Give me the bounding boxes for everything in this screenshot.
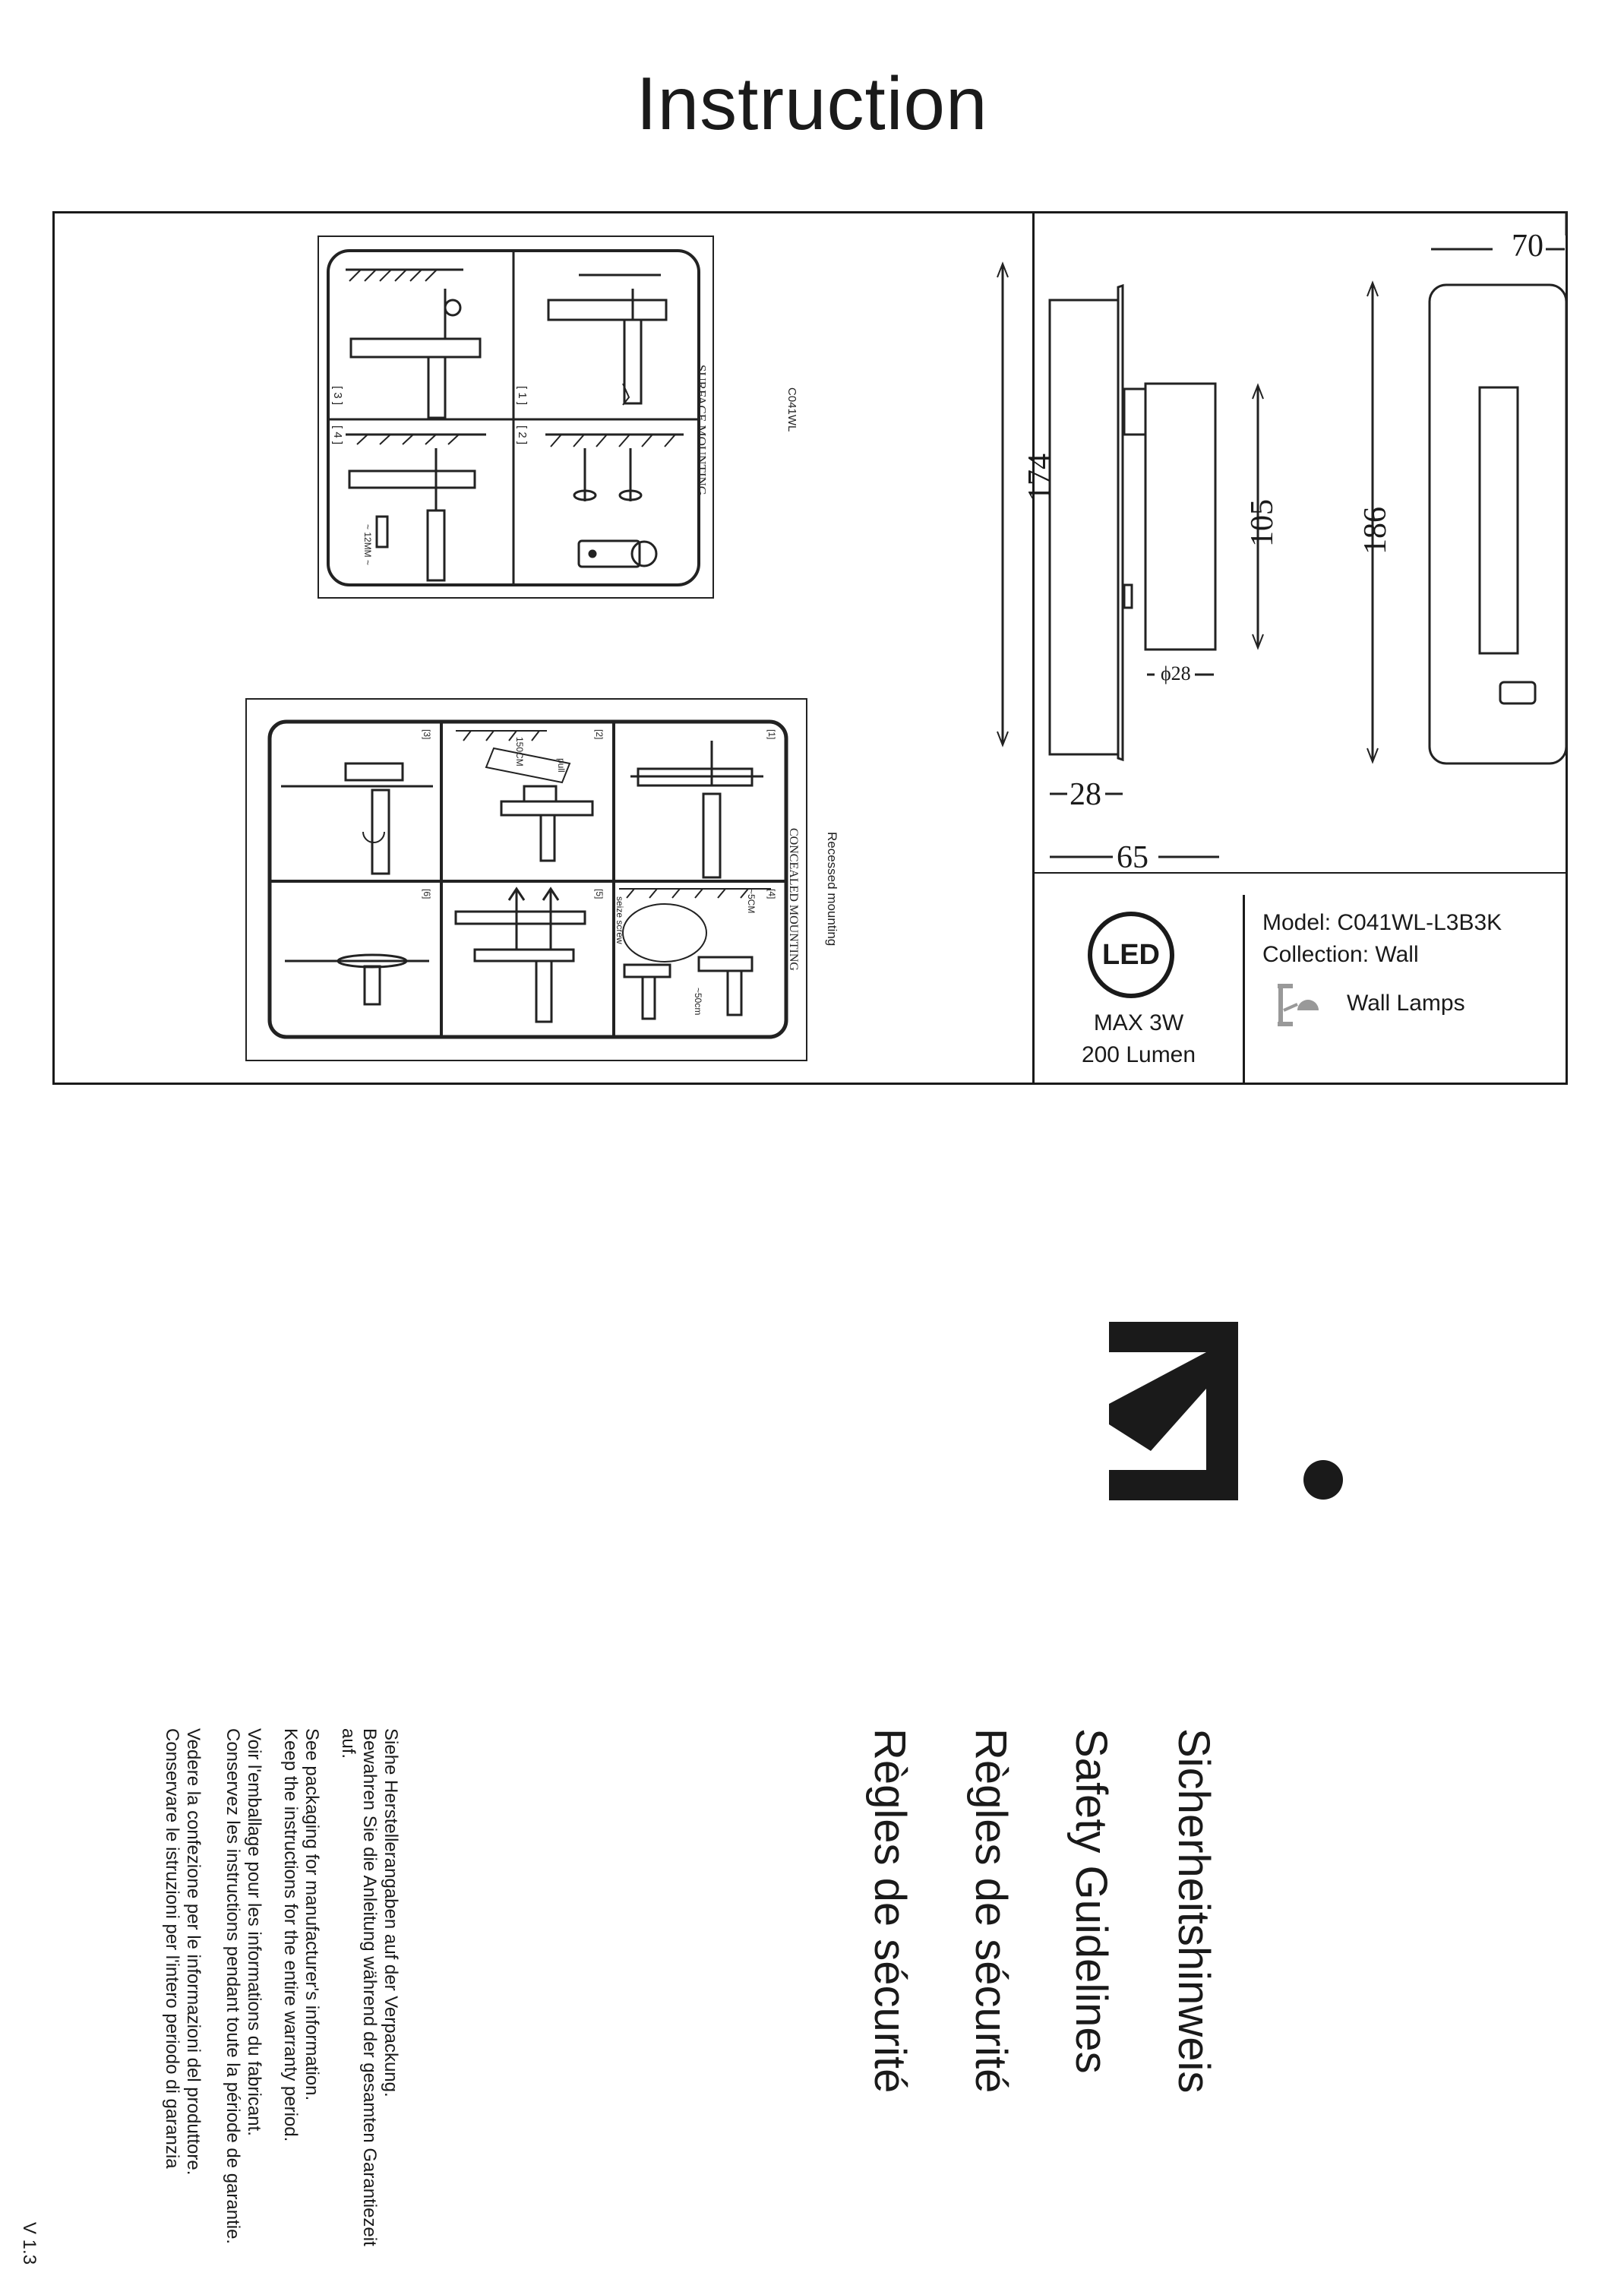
step-label: [ 3 ]: [331, 386, 344, 405]
step-label: [ 4 ]: [331, 425, 344, 444]
step-label: [3]: [422, 729, 432, 739]
surface-mounting-diagram: [318, 235, 714, 599]
safety-text-fr-1: Voir l'emballage pour les informations d…: [244, 1728, 264, 2136]
safety-title-en: Safety Guidelines: [1066, 1728, 1116, 2074]
mounting-note: ~50cm: [693, 988, 703, 1015]
step-label: [4]: [766, 889, 777, 899]
led-badge: LED: [1088, 912, 1174, 998]
step-label: [1]: [766, 729, 777, 739]
safety-title-de: Sicherheitshinweis: [1169, 1728, 1218, 2094]
step-label: [6]: [422, 889, 432, 899]
power-rating: MAX 3W: [1093, 1010, 1184, 1035]
safety-text-de-2: Bewahren Sie die Anleitung während der g…: [359, 1728, 380, 2246]
mounting-note: pull: [556, 758, 567, 773]
step-label: [ 2 ]: [516, 425, 529, 444]
spec-divider: [1243, 895, 1245, 1085]
concealed-mounting-label: CONCEALED MOUNTING: [787, 828, 800, 971]
led-badge-text: LED: [1102, 938, 1160, 971]
category-label: Wall Lamps: [1347, 991, 1465, 1016]
safety-title-fr-2: Règles de sécurité: [865, 1728, 915, 2094]
safety-text-en-2: Keep the instructions for the entire war…: [280, 1728, 301, 2142]
brand-logo: [1109, 1322, 1344, 1500]
surface-mounting-label: SURFACE MOUNTING: [694, 365, 709, 495]
safety-text-en-1: See packaging for manufacturer's informa…: [302, 1728, 322, 2101]
step-label: [2]: [594, 729, 605, 739]
lumen-rating: 200 Lumen: [1081, 1042, 1196, 1067]
frame-divider: [1032, 211, 1035, 1085]
safety-text-de-3: auf.: [338, 1728, 359, 1759]
mounting-note: ~5CM: [746, 889, 757, 913]
step-label: [ 1 ]: [516, 386, 529, 405]
dimension-diameter: ϕ28: [1161, 662, 1191, 684]
model-number: Model: C041WL-L3B3K: [1262, 910, 1502, 935]
mounting-note: seize screw: [615, 896, 625, 944]
step-label: [5]: [594, 889, 605, 899]
concealed-mounting-diagram: [245, 698, 807, 1061]
wall-lamp-icon: [1276, 981, 1322, 1029]
safety-text-de-1: Siehe Herstellerangaben auf der Verpacku…: [381, 1728, 401, 2097]
safety-text-fr-2: Conservez les instructions pendant toute…: [223, 1728, 243, 2245]
dimension-height-side: 174: [1022, 454, 1057, 501]
dimension-height-inner: 105: [1245, 499, 1280, 547]
product-dimension-drawing: [997, 211, 1568, 858]
frame-divider: [1032, 872, 1568, 874]
safety-text-it-2: Conservare le istruzioni per l'intero pe…: [162, 1728, 182, 2169]
safety-title-fr: Règles de sécurité: [966, 1728, 1016, 2094]
page-title: Instruction: [636, 62, 988, 145]
spacing-note: ~ 12MM ~: [362, 524, 373, 565]
dimension-width: 70: [1512, 229, 1543, 264]
safety-text-it-1: Vedere la confezione per le informazioni…: [183, 1728, 204, 2176]
version-label: V 1.3: [19, 2222, 39, 2265]
collection-name: Collection: Wall: [1262, 942, 1419, 967]
dimension-depth-plate: 28: [1070, 777, 1101, 812]
recessed-mounting-label: Recessed mounting: [825, 832, 839, 946]
surface-code-label: C041WL: [785, 387, 798, 431]
dimension-depth-total: 65: [1117, 840, 1148, 875]
mounting-note: 150CM: [514, 737, 525, 767]
dimension-height-front: 186: [1358, 507, 1393, 555]
